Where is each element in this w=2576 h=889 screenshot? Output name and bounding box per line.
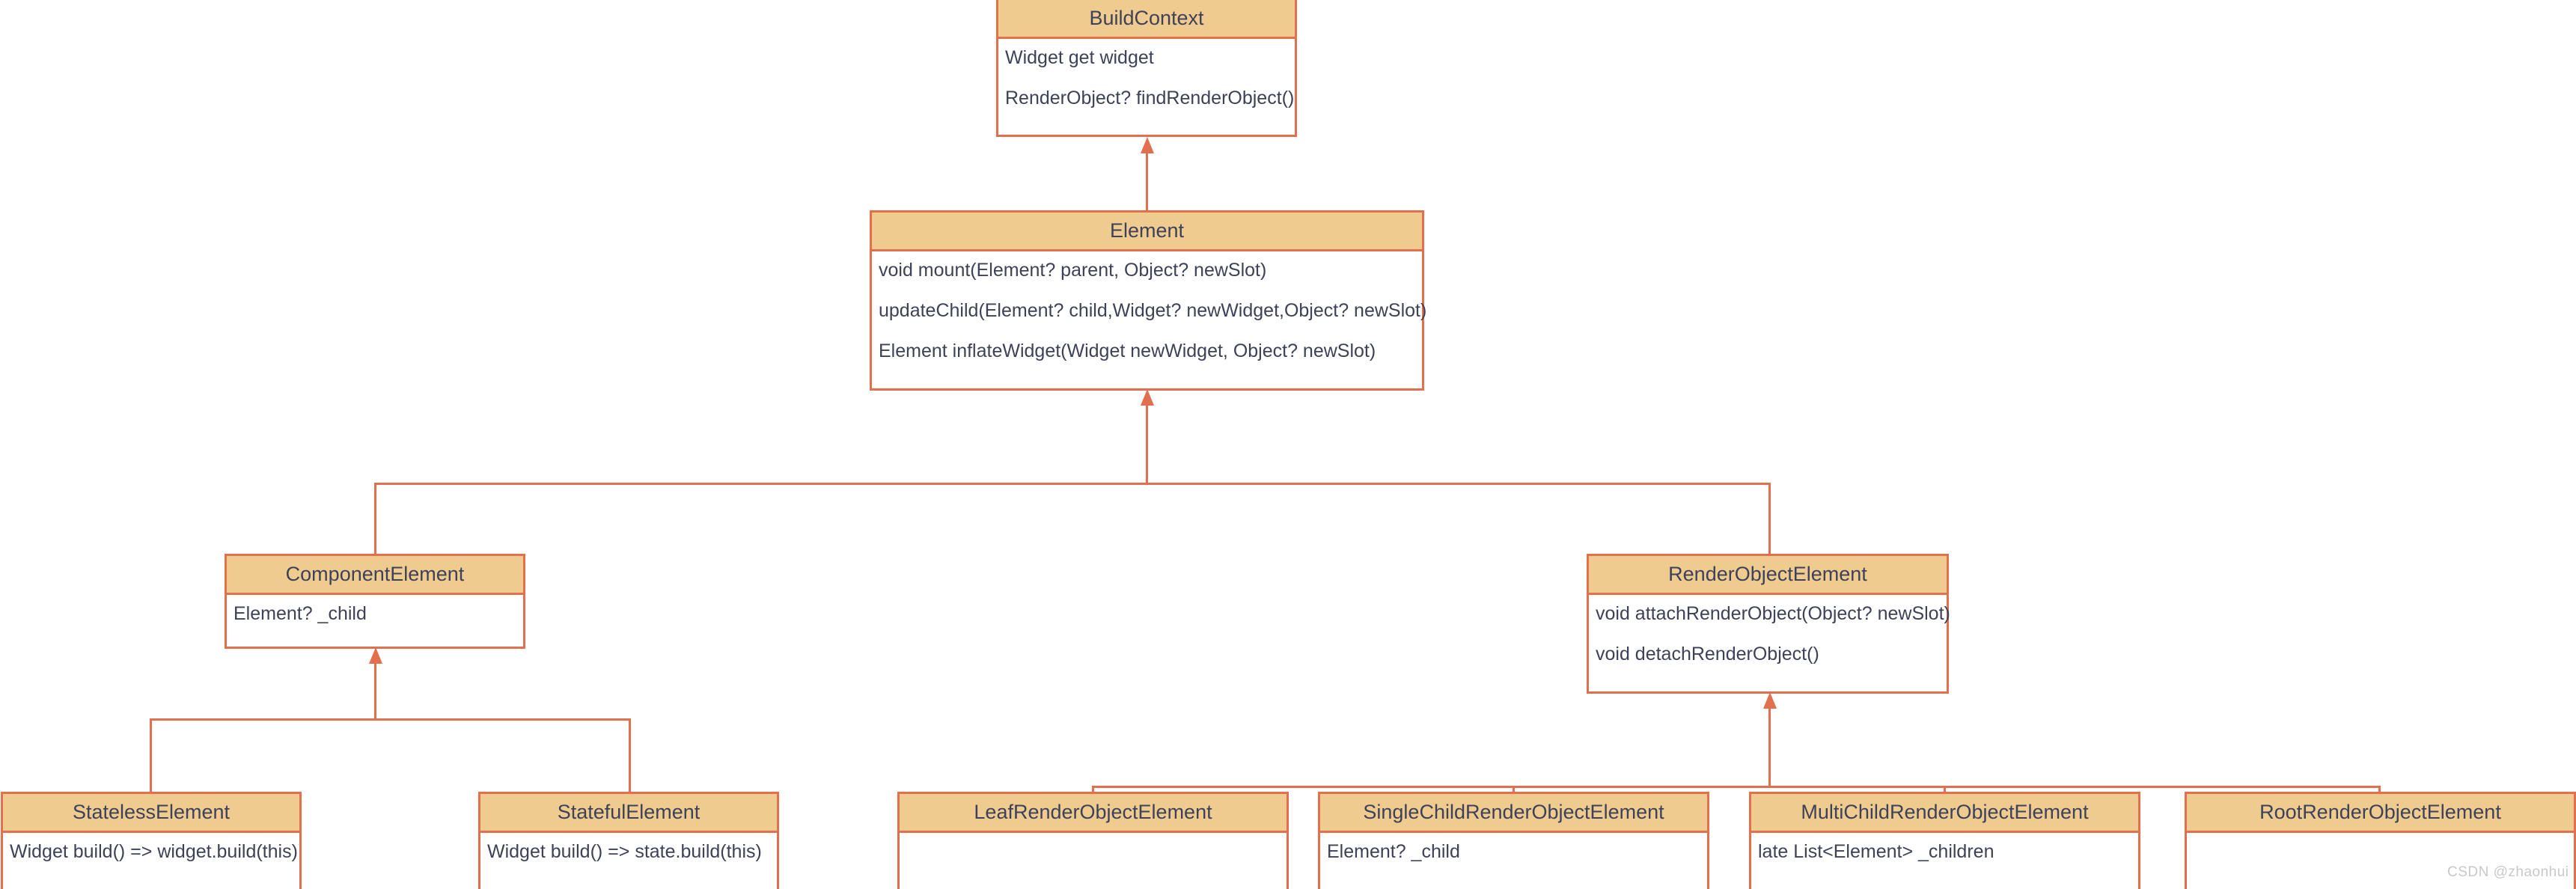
class-box-leaf-render-object-element[interactable]: LeafRenderObjectElement: [897, 792, 1289, 889]
edge-renderobjectelement-bus-bar: [1092, 786, 2381, 788]
edge-bus-to-componentelement: [374, 483, 376, 554]
class-box-element[interactable]: Element void mount(Element? parent, Obje…: [870, 210, 1427, 391]
class-box-root-render-object-element[interactable]: RootRenderObjectElement: [2185, 792, 2576, 889]
class-member: Widget get widget: [1005, 47, 1154, 68]
class-title-root-render-object-element: RootRenderObjectElement: [2187, 794, 2574, 833]
class-member: Element? _child: [234, 603, 367, 624]
class-member: void attachRenderObject(Object? newSlot): [1596, 603, 1950, 624]
class-box-stateful-element[interactable]: StatefulElement Widget build() => state.…: [478, 792, 779, 889]
class-member: void mount(Element? parent, Object? newS…: [879, 260, 1267, 281]
class-title-multi-child-render-object-element: MultiChildRenderObjectElement: [1751, 794, 2138, 833]
class-member: late List<Element> _children: [1758, 841, 1994, 862]
edge-element-bus-bar: [374, 483, 1771, 485]
edge-bus-to-renderobjectelement: [1768, 483, 1771, 554]
class-body-stateless-element: Widget build() => widget.build(this): [3, 833, 299, 867]
class-title-build-context: BuildContext: [998, 0, 1295, 39]
class-member: void detachRenderObject(): [1596, 644, 1819, 665]
arrowhead-element-to-buildcontext: [1141, 137, 1154, 153]
class-member: RenderObject? findRenderObject(): [1005, 88, 1295, 109]
edge-element-bus-riser: [1146, 406, 1148, 483]
class-title-stateful-element: StatefulElement: [480, 794, 777, 833]
class-body-build-context: Widget get widget RenderObject? findRend…: [998, 39, 1295, 114]
edge-componentelement-bus-bar: [150, 718, 631, 721]
edge-renderobjectelement-bus-riser: [1768, 709, 1771, 787]
watermark-label: CSDN @zhaonhui: [2447, 864, 2569, 880]
edge-bus-to-leafrenderobjectelement: [1092, 786, 1094, 792]
class-body-render-object-element: void attachRenderObject(Object? newSlot)…: [1589, 595, 1950, 670]
arrowhead-renderobjectelement-bus: [1763, 692, 1777, 709]
class-title-component-element: ComponentElement: [227, 556, 523, 595]
class-body-root-render-object-element: [2187, 833, 2574, 845]
edge-bus-to-rootrenderobjectelement: [2378, 786, 2381, 792]
class-box-multi-child-render-object-element[interactable]: MultiChildRenderObjectElement late List<…: [1749, 792, 2140, 889]
class-member: updateChild(Element? child,Widget? newWi…: [879, 300, 1427, 321]
class-title-single-child-render-object-element: SingleChildRenderObjectElement: [1320, 794, 1707, 833]
class-body-stateful-element: Widget build() => state.build(this): [480, 833, 777, 867]
class-box-component-element[interactable]: ComponentElement Element? _child: [225, 554, 525, 649]
class-title-render-object-element: RenderObjectElement: [1589, 556, 1947, 595]
class-body-leaf-render-object-element: [900, 833, 1287, 845]
class-box-build-context[interactable]: BuildContext Widget get widget RenderObj…: [996, 0, 1297, 137]
class-title-leaf-render-object-element: LeafRenderObjectElement: [900, 794, 1287, 833]
arrowhead-element-bus: [1141, 389, 1154, 406]
class-box-single-child-render-object-element[interactable]: SingleChildRenderObjectElement Element? …: [1318, 792, 1709, 889]
class-title-element: Element: [872, 213, 1422, 251]
edge-element-to-buildcontext: [1146, 153, 1148, 212]
edge-bus-to-statelesselement: [150, 718, 152, 792]
edge-componentelement-bus-riser: [374, 664, 376, 720]
class-member: Widget build() => widget.build(this): [10, 841, 298, 862]
class-body-multi-child-render-object-element: late List<Element> _children: [1751, 833, 2138, 867]
class-title-stateless-element: StatelessElement: [3, 794, 299, 833]
edge-bus-to-statefulelement: [629, 718, 631, 792]
edge-bus-to-multichildrenderobjectelement: [1944, 786, 1946, 792]
class-member: Element? _child: [1327, 841, 1460, 862]
class-body-single-child-render-object-element: Element? _child: [1320, 833, 1707, 867]
class-member: Widget build() => state.build(this): [487, 841, 762, 862]
arrowhead-componentelement-bus: [369, 647, 382, 664]
class-box-render-object-element[interactable]: RenderObjectElement void attachRenderObj…: [1587, 554, 1950, 694]
edge-bus-to-singlechildrenderobjectelement: [1513, 786, 1515, 792]
class-body-element: void mount(Element? parent, Object? newS…: [872, 251, 1427, 367]
class-member: Element inflateWidget(Widget newWidget, …: [879, 340, 1376, 361]
class-body-component-element: Element? _child: [227, 595, 523, 629]
class-box-stateless-element[interactable]: StatelessElement Widget build() => widge…: [1, 792, 302, 889]
